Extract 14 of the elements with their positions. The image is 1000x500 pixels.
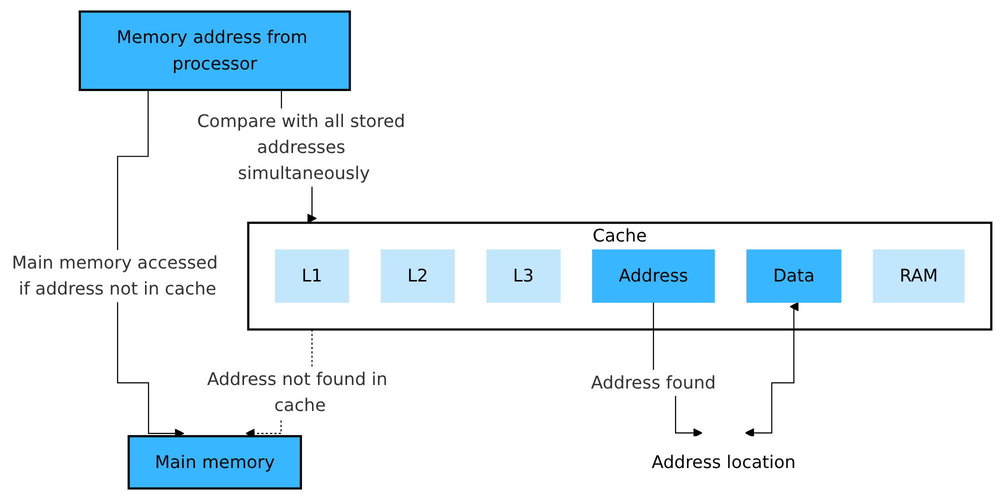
node-box: L3 [486,249,560,303]
edge-label: Compare with all stored addresses simultaneously [197,110,406,184]
edge-label: Address not found in cache [207,368,388,416]
node-text: Address location [652,451,796,472]
node-box: Address [592,249,715,303]
node-box: Memory address from processor [78,10,351,92]
edge-label: Address found [591,372,716,393]
edge-label: Main memory accessed if address not in cache [12,252,218,299]
node-box: L1 [274,249,350,303]
node-box: Main memory [128,435,302,490]
node-box: RAM [872,249,965,303]
arrow [744,302,799,438]
node-box: Data [746,249,842,303]
node-box: L2 [380,249,455,303]
